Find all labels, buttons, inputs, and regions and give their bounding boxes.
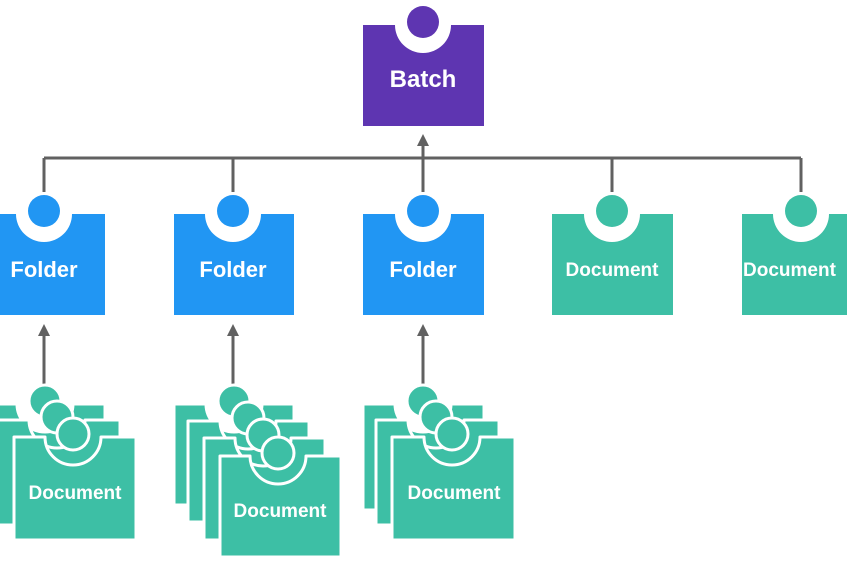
document-stack-label: Document <box>408 483 502 504</box>
folder-node-connector-dot <box>217 195 249 227</box>
document-node-label: Document <box>566 260 660 281</box>
document-node-body <box>552 214 673 315</box>
folder-node-label: Folder <box>199 257 267 282</box>
stacked-document-sheet <box>12 435 138 542</box>
document-stack-label: Document <box>29 483 123 504</box>
document-stack[interactable]: Document <box>172 383 343 559</box>
folder-node-label: Folder <box>10 257 78 282</box>
batch-node-body <box>363 25 484 126</box>
stacked-document-sheet <box>218 454 343 559</box>
folder-node-connector-dot <box>28 195 60 227</box>
folder-node-label: Folder <box>389 257 457 282</box>
document-node-label: Document <box>743 260 837 281</box>
stacked-document-connector-dot <box>260 435 296 471</box>
folder-node-body <box>0 214 105 315</box>
batch-node-label: Batch <box>390 66 457 93</box>
stacked-document-connector-dot <box>55 416 91 452</box>
document-stack[interactable]: Document <box>0 383 138 542</box>
folder-node-body <box>174 214 294 315</box>
document-node-connector-dot <box>785 195 817 227</box>
batch-node[interactable]: Batch <box>363 6 484 126</box>
document-node[interactable]: Document <box>552 195 673 315</box>
document-stack[interactable]: Document <box>361 383 517 542</box>
document-node-connector-dot <box>596 195 628 227</box>
connectors <box>38 134 803 385</box>
folder-node[interactable]: Folder <box>174 195 294 315</box>
stacked-document-connector-dot <box>434 416 470 452</box>
folder-node[interactable]: Folder <box>0 195 105 315</box>
folder-node[interactable]: Folder <box>363 195 484 315</box>
folder-node-body <box>363 214 484 315</box>
folder-node-connector-dot <box>407 195 439 227</box>
document-node[interactable]: Document <box>742 195 847 315</box>
document-node-body <box>742 214 847 315</box>
batch-node-connector-dot <box>407 6 439 38</box>
stacked-document-sheet <box>390 435 517 542</box>
document-stack-label: Document <box>234 501 328 522</box>
